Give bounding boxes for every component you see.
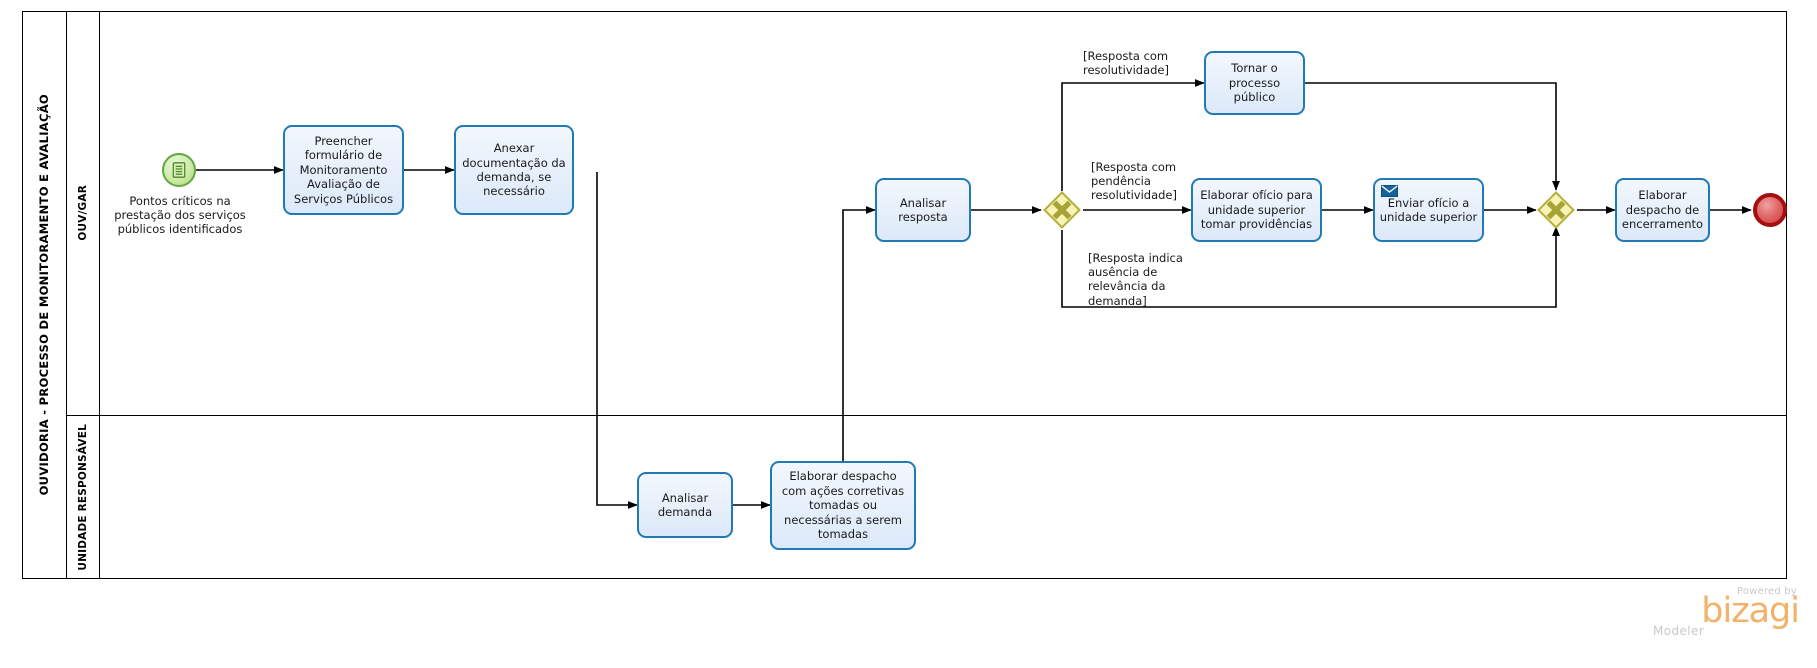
task-label: Elaborar ofício para unidade superior to… [1200,188,1313,232]
task-label: Analisar resposta [898,195,948,224]
task-anexar-documentacao[interactable]: Anexar documentação da demanda, se neces… [454,125,574,215]
pool-title: OUVIDORIA - PROCESSO DE MONITORAMENTO E … [22,11,67,579]
task-enviar-oficio[interactable]: Enviar ofício a unidade superior [1373,178,1484,242]
message-document-icon [172,162,186,178]
end-event[interactable] [1753,193,1787,227]
exclusive-gateway-icon [1537,191,1575,229]
task-elaborar-despacho-encerramento[interactable]: Elaborar despacho de encerramento [1615,178,1710,242]
start-event-label: Pontos críticos na prestação dos serviço… [114,194,246,237]
watermark-product: Modeler [1653,624,1705,638]
task-analisar-resposta[interactable]: Analisar resposta [875,178,971,242]
task-label: Analisar demanda [657,490,713,519]
start-event[interactable] [162,153,196,187]
task-elaborar-oficio[interactable]: Elaborar ofício para unidade superior to… [1191,178,1322,242]
gateway-merge[interactable] [1537,191,1575,229]
exclusive-gateway-icon [1043,191,1081,229]
watermark-powered-by: Powered by [1737,586,1797,597]
watermark-brand: bizagi [1701,591,1800,631]
task-preencher-formulario[interactable]: Preencher formulário de Monitoramento Av… [283,125,404,215]
lane-label-ouv-gar: OUV/GAR [77,185,89,241]
lane-label-unidade-responsavel: UNIDADE RESPONSÁVEL [77,423,89,571]
bizagi-watermark: Powered by bizagi Modeler [1647,586,1800,650]
task-label: Elaborar despacho de encerramento [1621,188,1704,232]
task-label: Enviar ofício a unidade superior [1379,195,1478,224]
envelope-icon [1381,185,1398,197]
flow-label-pendencia: [Resposta com pendência resolutividade] [1091,160,1177,203]
gateway-resposta[interactable] [1043,191,1081,229]
lane-header-ouv-gar: OUV/GAR [67,11,100,415]
task-label: Tornar o processo público [1228,61,1281,105]
task-label: Elaborar despacho com ações corretivas t… [781,469,905,542]
lane-divider [67,415,1787,416]
task-label: Anexar documentação da demanda, se neces… [462,141,566,199]
pool-title-label: OUVIDORIA - PROCESSO DE MONITORAMENTO E … [37,94,51,496]
task-tornar-processo-publico[interactable]: Tornar o processo público [1204,51,1305,115]
flow-label-resolutividade: [Resposta com resolutividade] [1083,49,1169,78]
task-label: Preencher formulário de Monitoramento Av… [293,133,394,206]
flow-label-ausencia: [Resposta indica ausência de relevância … [1088,251,1183,308]
task-analisar-demanda[interactable]: Analisar demanda [637,472,733,538]
task-elaborar-despacho-acoes[interactable]: Elaborar despacho com ações corretivas t… [770,461,916,550]
lane-header-unidade-responsavel: UNIDADE RESPONSÁVEL [67,415,100,579]
